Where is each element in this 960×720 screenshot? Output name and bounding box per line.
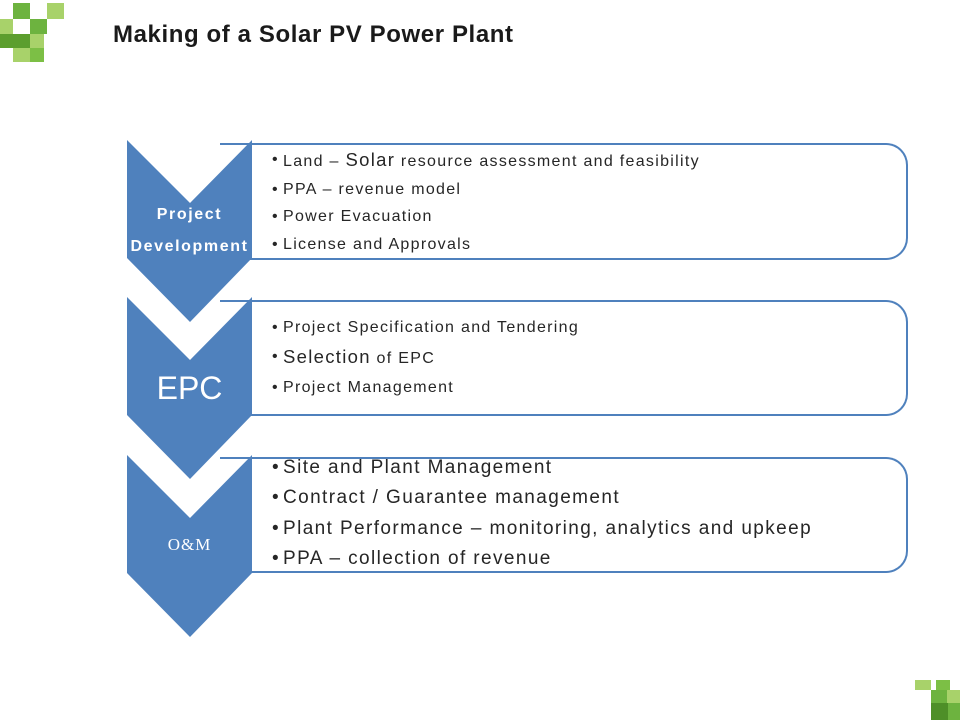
logo-tile: [30, 48, 44, 62]
bullet-text: resource assessment and feasibility: [395, 153, 700, 170]
bullet-text: Contract / Guarantee management: [283, 487, 621, 509]
bullet-item: Selection of EPC: [272, 342, 579, 373]
bullet-text: Project Specification and Tendering: [283, 319, 580, 336]
bullet-item: Contract / Guarantee management: [272, 483, 812, 514]
bullet-text-emphasis: Solar: [345, 149, 396, 170]
stage-label-line: Project: [156, 206, 223, 223]
bullet-item: PPA – collection of revenue: [272, 544, 812, 575]
logo-mosaic-bottom-right: [915, 680, 960, 720]
bullet-text-emphasis: Selection: [283, 346, 371, 367]
bullet-text: Project Management: [283, 379, 455, 396]
logo-mosaic-top-left: [0, 3, 64, 62]
slide-title: Making of a Solar PV Power Plant: [113, 21, 514, 48]
logo-tile: [30, 19, 47, 34]
stage-label-om: O&M: [127, 533, 252, 557]
logo-tile: [931, 703, 948, 720]
bullet-list-project-development: Land – Solar resource assessment and fea…: [272, 146, 700, 258]
bullet-text: PPA – collection of revenue: [283, 547, 552, 569]
bullet-item: License and Approvals: [272, 231, 700, 259]
bullet-text: Land –: [283, 153, 346, 170]
bullet-item: Power Evacuation: [272, 203, 700, 231]
stage-label-line: O&M: [167, 535, 212, 554]
logo-tile: [13, 3, 30, 19]
stage-label-project-development: Project Development: [127, 199, 252, 263]
bullet-item: Plant Performance – monitoring, analytic…: [272, 514, 813, 545]
logo-tile: [0, 34, 30, 48]
bullet-list-epc: Project Specification and Tendering Sele…: [272, 313, 579, 402]
logo-tile: [47, 3, 64, 19]
logo-tile: [30, 34, 44, 48]
logo-tile: [0, 19, 13, 34]
logo-tile: [947, 690, 960, 703]
bullet-item: PPA – revenue model: [272, 176, 700, 204]
bullet-item: Land – Solar resource assessment and fea…: [272, 146, 700, 176]
logo-tile: [915, 680, 931, 690]
bullet-text: Plant Performance – monitoring, analytic…: [283, 517, 813, 539]
logo-tile: [936, 680, 950, 690]
bullet-text: License and Approvals: [283, 235, 472, 253]
bullet-text: of EPC: [370, 350, 436, 367]
logo-tile: [931, 690, 947, 703]
bullet-text: Site and Plant Management: [283, 457, 553, 478]
logo-tile: [948, 703, 960, 720]
stage-label-epc: EPC: [127, 368, 252, 408]
bullet-list-om: Site and Plant Management Contract / Gua…: [272, 453, 812, 574]
bullet-text: Power Evacuation: [283, 208, 433, 225]
logo-tile: [13, 48, 30, 62]
bullet-text: PPA – revenue model: [283, 180, 462, 198]
stage-label-line: Development: [130, 238, 249, 255]
bullet-item: Project Management: [272, 373, 579, 402]
bullet-item: Site and Plant Management: [272, 453, 812, 484]
stage-label-line: EPC: [156, 370, 223, 406]
bullet-item: Project Specification and Tendering: [272, 313, 579, 342]
